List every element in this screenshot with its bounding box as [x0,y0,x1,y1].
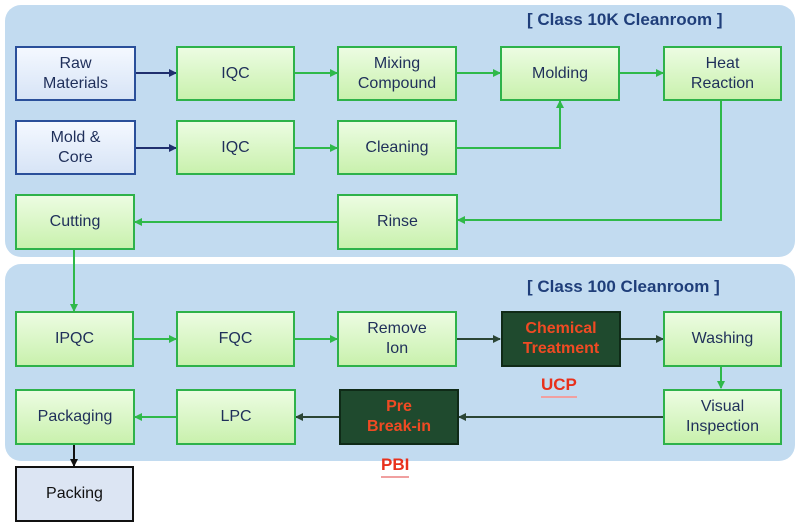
cleaning-box: Cleaning [337,120,457,175]
pbi-label: PBI [381,455,410,478]
packaging-box: Packaging [15,389,135,445]
iqc-box-2: IQC [176,120,295,175]
ucp-label: UCP [541,375,577,398]
class-10k-zone-title: [ Class 10K Cleanroom ] [527,10,723,29]
molding-box: Molding [500,46,620,101]
arrow-heat-to-rinse [457,101,722,224]
cutting-box: Cutting [15,194,135,250]
heat-reaction-box: Heat Reaction [663,46,782,101]
mold-core-box: Mold & Core [15,120,136,175]
fqc-box: FQC [176,311,295,367]
arrow-cleaning-to-molding [457,100,564,149]
iqc-box-1: IQC [176,46,295,101]
packing-box: Packing [15,466,134,522]
chemical-treatment-box: Chemical Treatment [501,311,621,367]
rinse-box: Rinse [337,194,458,250]
visual-inspection-box: Visual Inspection [663,389,782,445]
class-100-zone-title: [ Class 100 Cleanroom ] [527,277,720,296]
remove-ion-box: Remove Ion [337,311,457,367]
lpc-box: LPC [176,389,296,445]
washing-box: Washing [663,311,782,367]
pre-break-in-box: Pre Break-in [339,389,459,445]
ipqc-box: IPQC [15,311,134,367]
raw-materials-box: Raw Materials [15,46,136,101]
mixing-compound-box: Mixing Compound [337,46,457,101]
